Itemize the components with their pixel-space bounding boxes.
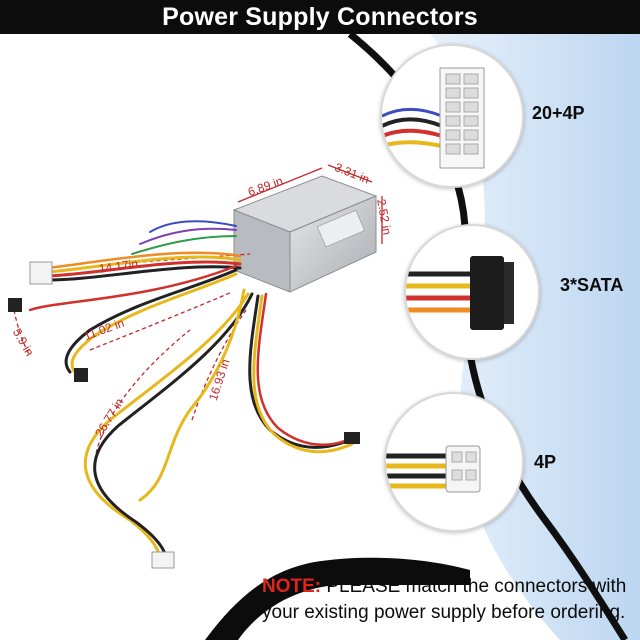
- small-4pin-end: [151, 551, 175, 569]
- sata-connector-icon: [406, 256, 514, 330]
- note-line-2: your existing power supply before orderi…: [262, 602, 626, 623]
- cable-bundles: [28, 220, 358, 562]
- ordering-note: NOTE: PLEASE match the connectors with y…: [262, 574, 640, 626]
- atx-24pin-connector-icon: [382, 67, 485, 169]
- connector-circle-4pin: [384, 392, 524, 532]
- sata-end-2: [74, 368, 88, 382]
- sata-end-3: [344, 432, 360, 444]
- connector-label-sata: 3*SATA: [560, 275, 624, 295]
- connector-circle-sata: [404, 224, 540, 360]
- 4pin-connector-icon: [386, 445, 481, 493]
- connector-label-24pin: 20+4P: [532, 103, 585, 123]
- atx-connector-end: [29, 261, 53, 285]
- note-prefix: NOTE:: [262, 576, 322, 597]
- note-line-1: PLEASE match the connectors with: [321, 576, 627, 597]
- connector-label-4pin: 4P: [534, 452, 557, 472]
- dimension-lines: [13, 164, 383, 461]
- connector-circle-24pin: [380, 44, 524, 188]
- page-title: Power Supply Connectors: [0, 0, 640, 34]
- psu-unit: [232, 175, 378, 293]
- sata-end-1: [8, 298, 22, 312]
